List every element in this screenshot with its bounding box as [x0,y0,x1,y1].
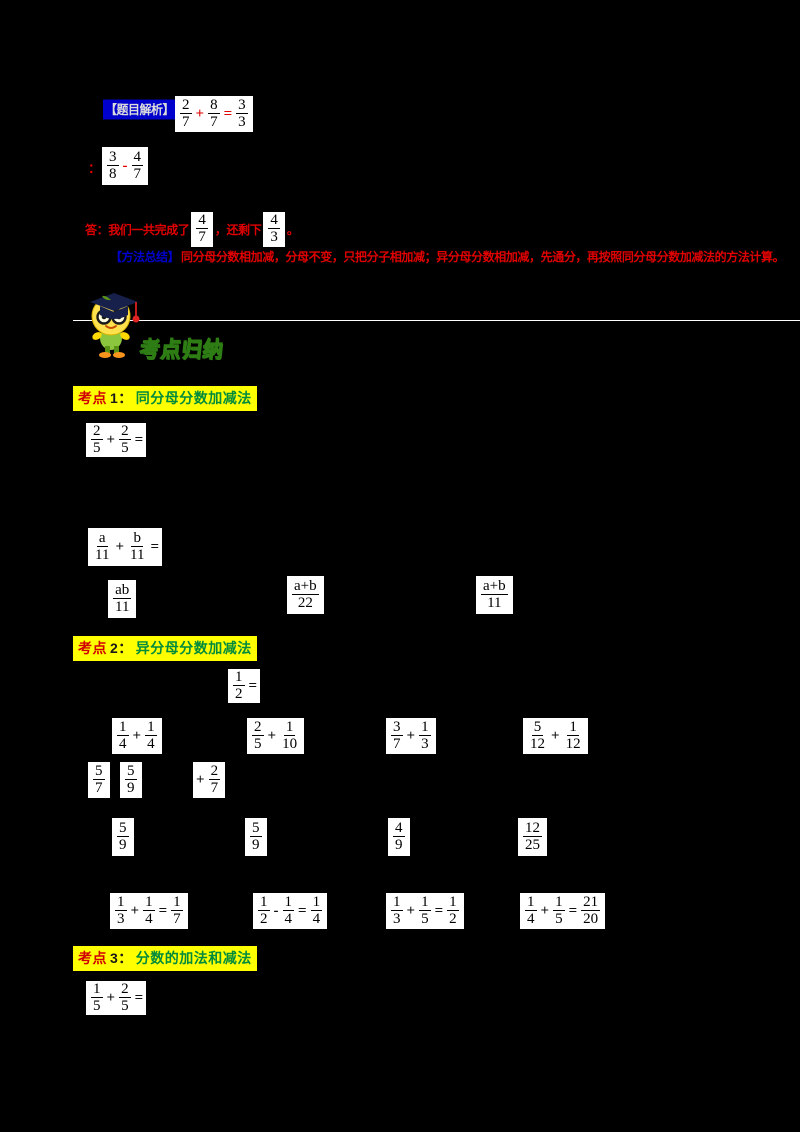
section-2-result: 1 2 = [228,668,261,703]
section-2-row2-option-a[interactable]: 5 9 [112,818,134,856]
section-2-row3-option-c[interactable]: 1 3 + 1 5 = 1 2 [386,893,464,929]
intro-equation-2: 3 8 - 4 7 [102,147,148,185]
section-1-option-a[interactable]: ab 11 [108,580,137,618]
section-2-row3-option-d[interactable]: 1 4 + 1 5 = 21 20 [520,893,606,929]
section-2-row2-option-c[interactable]: 4 9 [388,818,410,856]
answer-text-after: 。 [286,222,299,237]
method-summary-text: 同分母分数相加减，分母不变，只把分子相加减；异分母分数相加减，先通分，再按照同分… [181,250,785,264]
minus-operator: - [122,157,128,174]
section-2-row2-option-b[interactable]: 5 9 [245,818,267,856]
section-1-problem-2: a 11 + b 11 = [88,528,163,566]
section-2-row1-option-c[interactable]: 3 7 + 1 3 [386,718,436,754]
intro-answer-line: 答：我们一共完成了 4 7 ，还剩下 4 3 。 [85,212,299,247]
intro-line2-lead: ： [88,161,102,176]
section-2-row1-option-d[interactable]: 5 12 + 1 12 [523,718,588,754]
fraction-1-5: 1 5 [91,980,103,1014]
example-analysis-tag: 【题目解析】 [103,99,177,120]
section-1-question: 2 5 + 2 5 = [86,422,147,457]
fraction-2-5: 2 5 [119,980,131,1014]
section-2-row1-option-a[interactable]: 1 4 + 1 4 [112,718,162,754]
fraction-a-11: a 11 [95,529,110,563]
answer-text-before: 答：我们一共完成了 [85,222,190,237]
answer-fraction-4-3: 4 3 [263,212,285,247]
section-divider [73,320,800,321]
fraction-b-11: b 11 [130,529,145,563]
equals-operator: = [248,677,258,694]
equals-operator: = [223,105,233,122]
method-summary-line: 【方法总结】 同分母分数相加减，分母不变，只把分子相加减；异分母分数相加减，先通… [110,248,785,265]
fraction-2-5-b: 2 5 [119,422,131,456]
section-1-option-c[interactable]: a+b 11 [476,576,513,614]
section-2-row3-option-a[interactable]: 1 3 + 1 4 = 1 7 [110,893,188,929]
section-2-question2-part-a: 5 7 [88,762,110,798]
fraction-2-5-a: 2 5 [91,422,103,456]
wordart-kaodian-guina: 考点归纳 [138,338,226,363]
answer-fraction-4-7: 4 7 [191,212,213,247]
plus-operator: + [106,989,116,1006]
fraction-8-7: 8 7 [208,96,220,130]
section-2-row3-option-b[interactable]: 1 2 - 1 4 = 1 4 [253,893,328,929]
equals-operator: = [134,431,144,448]
graduation-cap-character-icon [78,286,150,358]
method-summary-tag: 【方法总结】 [110,250,180,264]
section-1-option-b[interactable]: a+b 22 [287,576,324,614]
equals-operator: = [134,989,144,1006]
fraction-2-7: 2 7 [180,96,192,130]
plus-operator: + [106,431,116,448]
intro-equation-1: 2 7 + 8 7 = 3 3 [175,96,253,132]
section-2-question2-part-c: + 2 7 [193,762,226,798]
section-2-question2-part-b: 5 9 [120,762,142,798]
plus-operator: + [115,538,125,555]
section-2-row1-option-b[interactable]: 2 5 + 1 10 [247,718,305,754]
section-3-question: 1 5 + 2 5 = [86,980,147,1015]
fraction-3-3: 3 3 [236,96,248,130]
plus-operator: + [195,105,205,122]
section-2-row2-option-d[interactable]: 12 25 [518,818,547,856]
equals-operator: = [150,538,160,555]
fraction-1-2: 1 2 [233,668,245,702]
example-analysis-label: 【题目解析】 [103,99,177,120]
fraction-4-7: 4 7 [131,148,143,182]
fraction-3-8: 3 8 [107,148,119,182]
answer-text-mid: ，还剩下 [214,222,262,237]
